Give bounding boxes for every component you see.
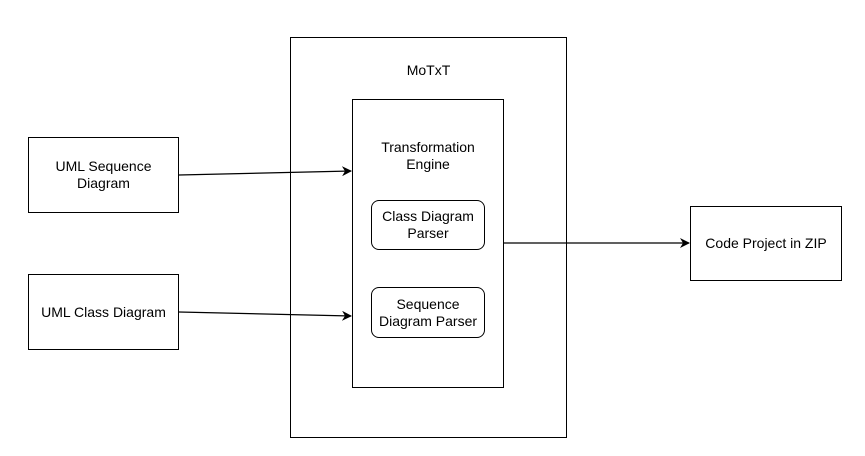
uml-class-diagram-box: UML Class Diagram	[28, 274, 179, 350]
code-project-zip-box: Code Project in ZIP	[690, 206, 842, 281]
class-diagram-parser: Class Diagram Parser	[371, 200, 485, 250]
motxt-title: MoTxT	[406, 61, 451, 78]
uml-sequence-diagram-box: UML Sequence Diagram	[28, 137, 179, 213]
sequence-diagram-parser: Sequence Diagram Parser	[371, 287, 485, 338]
transformation-engine-title: Transformation Engine	[381, 139, 475, 172]
